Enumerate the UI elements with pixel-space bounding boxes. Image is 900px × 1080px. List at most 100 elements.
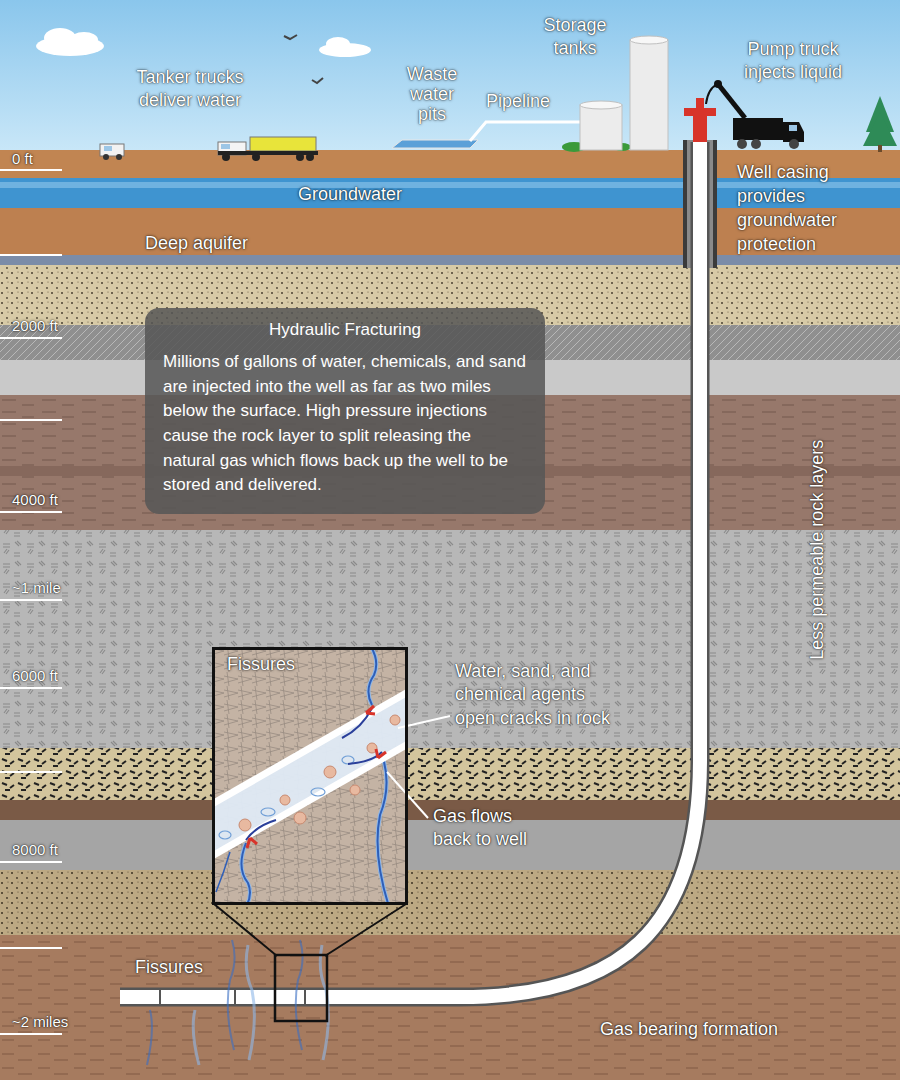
sky-part bbox=[0, 0, 900, 152]
surface-equipment-part bbox=[718, 84, 745, 118]
depth-label: 8000 ft bbox=[12, 840, 58, 860]
sky-part bbox=[312, 78, 323, 83]
surface-equipment-part bbox=[470, 122, 582, 141]
bottom-fissures-part bbox=[246, 945, 254, 1060]
inset-illustration-part bbox=[212, 688, 408, 808]
inset-illustration-part-part bbox=[280, 795, 290, 805]
inset-illustration-part-part bbox=[378, 755, 390, 905]
surface-equipment-part bbox=[737, 139, 747, 149]
equipment-label: Pipeline bbox=[486, 90, 550, 113]
callout-label: Well casing provides groundwater protect… bbox=[737, 160, 887, 256]
surface-equipment-part bbox=[630, 40, 668, 150]
inset-illustration-part bbox=[247, 706, 386, 848]
inset-illustration-part-part bbox=[239, 819, 251, 831]
surface-equipment-part bbox=[789, 139, 799, 149]
inset-illustration-part-part bbox=[324, 766, 336, 778]
bottom-fissures-part bbox=[193, 1010, 199, 1065]
fissure-label: Fissures bbox=[135, 956, 203, 979]
inset-illustration-part-part bbox=[376, 749, 386, 758]
depth-ticks-part bbox=[0, 169, 62, 171]
inset-illustration-part bbox=[219, 756, 354, 839]
surface-equipment-part bbox=[863, 112, 897, 146]
inset-label: Fissures bbox=[215, 650, 405, 675]
depth-label: ~1 mile bbox=[12, 578, 61, 598]
well-part bbox=[120, 142, 700, 997]
inset-illustration-part-part bbox=[378, 755, 390, 905]
inset-illustration-part bbox=[212, 688, 408, 860]
well-part bbox=[160, 990, 305, 1004]
inset-illustration-part bbox=[212, 740, 408, 860]
surface-equipment-part bbox=[103, 154, 109, 160]
surface-equipment-part bbox=[733, 118, 783, 140]
surface-equipment-part bbox=[100, 144, 124, 156]
inset-illustration-part-part bbox=[366, 706, 375, 714]
inset-illustration-part-part bbox=[368, 647, 376, 705]
sky-part bbox=[70, 32, 98, 48]
inset-illustration-part-part bbox=[219, 831, 231, 839]
inset-illustration-part bbox=[246, 708, 382, 840]
surface-equipment-part bbox=[296, 153, 304, 161]
layer-label: Gas bearing formation bbox=[600, 1018, 778, 1041]
well-part bbox=[693, 112, 707, 142]
equipment-label: Storage tanks bbox=[525, 14, 625, 61]
equipment-label: Tanker trucks deliver water bbox=[115, 66, 265, 113]
well-part bbox=[696, 98, 704, 110]
surface-equipment-part bbox=[116, 154, 122, 160]
rock-layers bbox=[0, 150, 900, 1080]
depth-label: ~2 miles bbox=[12, 1012, 68, 1032]
depth-label: 0 ft bbox=[12, 149, 33, 169]
bottom-fissures-part bbox=[147, 1010, 152, 1065]
equipment-label: Pump truck injects liquid bbox=[728, 38, 858, 85]
surface-equipment-part bbox=[714, 80, 722, 88]
inset-illustration-part-part bbox=[368, 647, 376, 705]
surface-equipment-part bbox=[222, 153, 230, 161]
inset-illustration-part-part bbox=[294, 812, 306, 824]
layer-label: Deep aquifer bbox=[145, 232, 248, 255]
callout-label: Water, sand, and chemical agents open cr… bbox=[455, 660, 623, 730]
rock-layers-part bbox=[0, 935, 900, 1080]
rock-layers-part bbox=[0, 748, 900, 800]
depth-ticks-part bbox=[0, 599, 62, 601]
surface-equipment-part bbox=[306, 153, 314, 161]
inset-illustration-part-part bbox=[261, 808, 275, 816]
inset-illustration-part-part bbox=[241, 843, 250, 905]
depth-ticks-part bbox=[0, 419, 62, 421]
zoom-marker-part bbox=[214, 904, 277, 956]
inset-illustration-part-part bbox=[241, 843, 250, 905]
inset-illustration-part-part bbox=[246, 820, 276, 840]
depth-label: 2000 ft bbox=[12, 316, 58, 336]
depth-label: 6000 ft bbox=[12, 666, 58, 686]
surface-equipment-part bbox=[392, 140, 478, 148]
inset-box: Fissures bbox=[212, 647, 408, 905]
depth-ticks-part bbox=[0, 1033, 62, 1035]
callout-label: Gas flows back to well bbox=[433, 805, 543, 852]
depth-label: 4000 ft bbox=[12, 490, 58, 510]
info-box: Hydraulic FracturingMillions of gallons … bbox=[145, 308, 545, 514]
box-heading: Hydraulic Fracturing bbox=[163, 320, 527, 340]
surface-equipment-part bbox=[221, 144, 230, 149]
layer-label: Groundwater bbox=[298, 183, 402, 206]
depth-ticks-part bbox=[0, 771, 62, 773]
surface-equipment-part bbox=[580, 101, 622, 109]
surface-equipment-part bbox=[878, 145, 882, 152]
sky-part bbox=[284, 35, 297, 39]
rock-layers-part bbox=[0, 255, 900, 265]
zoom-marker-part bbox=[325, 904, 406, 956]
surface-equipment-part bbox=[783, 122, 804, 142]
surface-equipment-part bbox=[252, 153, 260, 161]
depth-ticks-part bbox=[0, 687, 62, 689]
surface-equipment-part bbox=[104, 146, 112, 151]
inset-illustration-part-part bbox=[311, 788, 325, 796]
depth-ticks-part bbox=[0, 947, 62, 949]
surface-equipment-part bbox=[580, 105, 622, 150]
well bbox=[120, 98, 717, 1004]
inset-illustration bbox=[212, 647, 408, 905]
surface-equipment-part bbox=[630, 36, 668, 44]
rock-layers-part bbox=[0, 870, 900, 935]
depth-ticks-part bbox=[0, 511, 62, 513]
box-body: Millions of gallons of water, chemicals,… bbox=[163, 350, 527, 498]
inset-illustration-part-part bbox=[350, 785, 360, 795]
equipment-label: Waste water pits bbox=[395, 64, 469, 124]
surface-equipment-part bbox=[250, 137, 316, 151]
